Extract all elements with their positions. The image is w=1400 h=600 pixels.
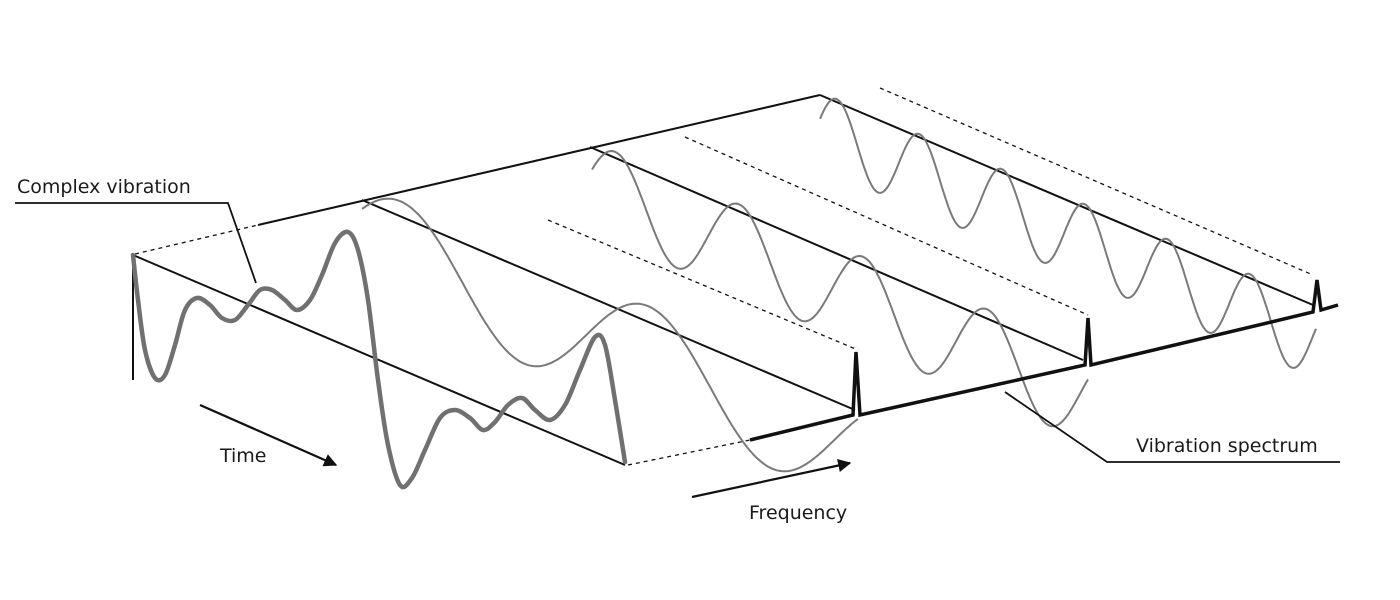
- dashed-wave-2: [547, 219, 859, 351]
- dashed-bottom: [627, 439, 751, 466]
- spectrum-line: [749, 279, 1339, 442]
- time-arrow: [199, 403, 338, 467]
- sine-wave-low-frequency: [361, 197, 859, 473]
- complex-vibration-leader: [15, 202, 257, 284]
- frequency-arrow: [691, 459, 852, 499]
- component-waves: [361, 97, 1317, 473]
- top-back-edge: [257, 94, 821, 226]
- dashed-guides: [134, 87, 1314, 466]
- frequency-label: Frequency: [749, 502, 847, 524]
- time-label: Time: [219, 445, 267, 467]
- vibration-spectrum-label: Vibration spectrum: [1136, 435, 1318, 457]
- dashed-left-top: [134, 224, 259, 255]
- vibration-spectrum-leader: [1004, 391, 1340, 463]
- sine-wave-mid-frequency: [591, 149, 1089, 428]
- sine-wave-high-frequency: [819, 97, 1317, 370]
- dashed-wave-3: [684, 136, 1089, 316]
- frame-1-top: [132, 254, 626, 466]
- complex-vibration-label: Complex vibration: [17, 176, 191, 198]
- frame-2-edge: [361, 199, 856, 411]
- plane-outlines: [132, 94, 1314, 466]
- dashed-wave-4: [879, 87, 1314, 276]
- complex-vibration-wave: [130, 229, 628, 490]
- frame-4-edge: [819, 94, 1314, 306]
